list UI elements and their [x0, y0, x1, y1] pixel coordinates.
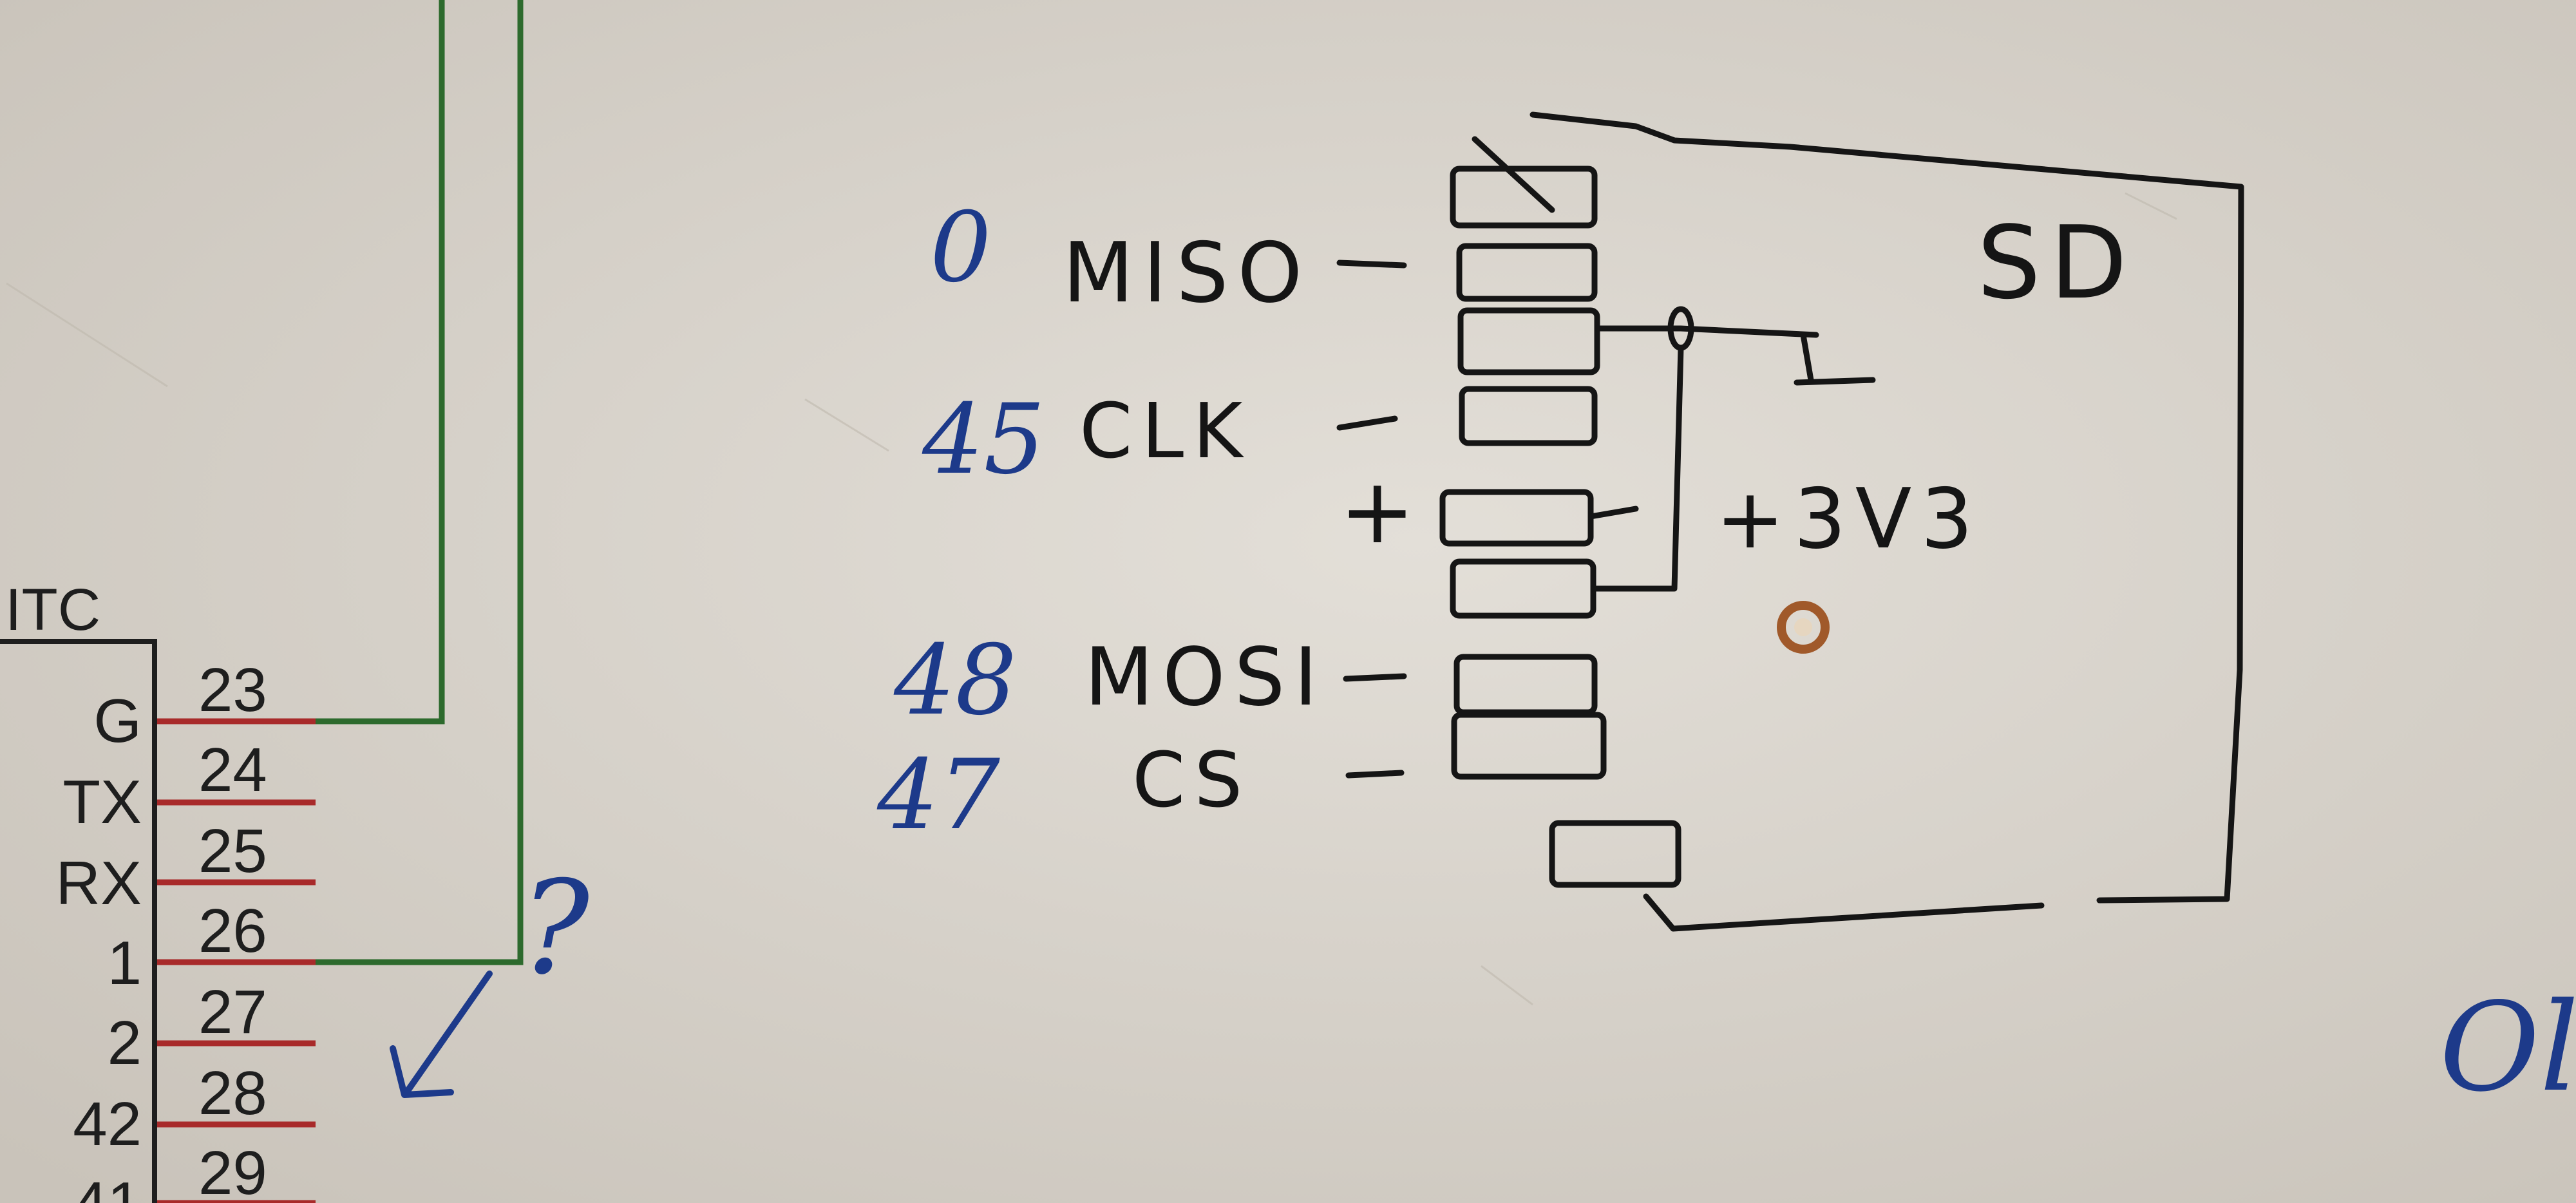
ground-symbol-icon	[1794, 332, 1876, 386]
sd-contact-pad	[1457, 307, 1600, 375]
junction-wire	[1590, 345, 1684, 592]
edge-fragment: Ol	[2439, 976, 2576, 1119]
pin-name: 42	[73, 1090, 142, 1159]
pin-number: 29	[198, 1139, 267, 1203]
sd-contact-pad	[1450, 166, 1598, 229]
connector-outline	[0, 639, 157, 1203]
sd-contact-pad	[1451, 712, 1607, 780]
printed-schematic: ITC G TX RX 1 2 42 41 23 24 25 26 27 28 …	[0, 0, 524, 1203]
copper-pad-icon	[1777, 601, 1830, 654]
supply-wire	[1587, 506, 1639, 520]
sd-card-outline	[1530, 111, 2244, 904]
connector-title: ITC	[5, 577, 100, 643]
pin-name: RX	[56, 849, 142, 918]
signal-dash	[1336, 260, 1407, 269]
pin-name: TX	[62, 768, 142, 837]
pin-number: 23	[198, 656, 267, 725]
pin-name: 2	[108, 1009, 142, 1077]
pin-number: 25	[198, 817, 267, 886]
signal-name-mosi: MOSI	[1084, 631, 1327, 724]
sd-card-label: SD	[1977, 204, 2136, 321]
signal-dash	[1336, 415, 1398, 431]
blue-annotation: ?	[390, 853, 591, 1098]
pin-number: 28	[198, 1059, 267, 1128]
gpio-number-mosi: 48	[893, 625, 1017, 737]
pin-name: 41	[73, 1170, 142, 1203]
ground-wire	[1594, 325, 1819, 338]
sd-contact-pad	[1456, 243, 1598, 302]
signal-dash	[1343, 673, 1407, 682]
plus-label: +	[1340, 459, 1424, 564]
signal-dash	[1345, 770, 1405, 779]
sd-card-corner-mark	[1472, 136, 1555, 213]
sd-detect-pad	[1549, 820, 1681, 888]
gpio-number-clk: 45	[922, 384, 1045, 496]
signal-name-cs: CS	[1132, 735, 1251, 824]
green-trace-1	[316, 0, 524, 965]
supply-label: +3V3	[1716, 471, 1982, 567]
pin-name: 1	[108, 929, 142, 998]
gpio-number-miso: 0	[930, 192, 991, 304]
pin-number: 26	[198, 896, 267, 965]
pin-number: 27	[198, 978, 267, 1047]
sd-card-sketch	[1336, 111, 2244, 932]
signal-name-clk: CLK	[1079, 386, 1252, 475]
sd-card-bottom-edge	[1643, 893, 2045, 932]
pin-lines	[157, 718, 316, 1203]
gpio-number-cs: 47	[876, 739, 1000, 851]
arrow-icon	[390, 971, 493, 1098]
signal-name-miso: MISO	[1063, 225, 1311, 321]
question-mark: ?	[520, 853, 591, 1003]
pin-name: G	[93, 687, 142, 755]
green-trace-g	[316, 0, 445, 725]
pin-number: 24	[198, 735, 267, 804]
sd-contact-pad	[1459, 386, 1598, 446]
paper-texture	[6, 192, 2177, 1006]
